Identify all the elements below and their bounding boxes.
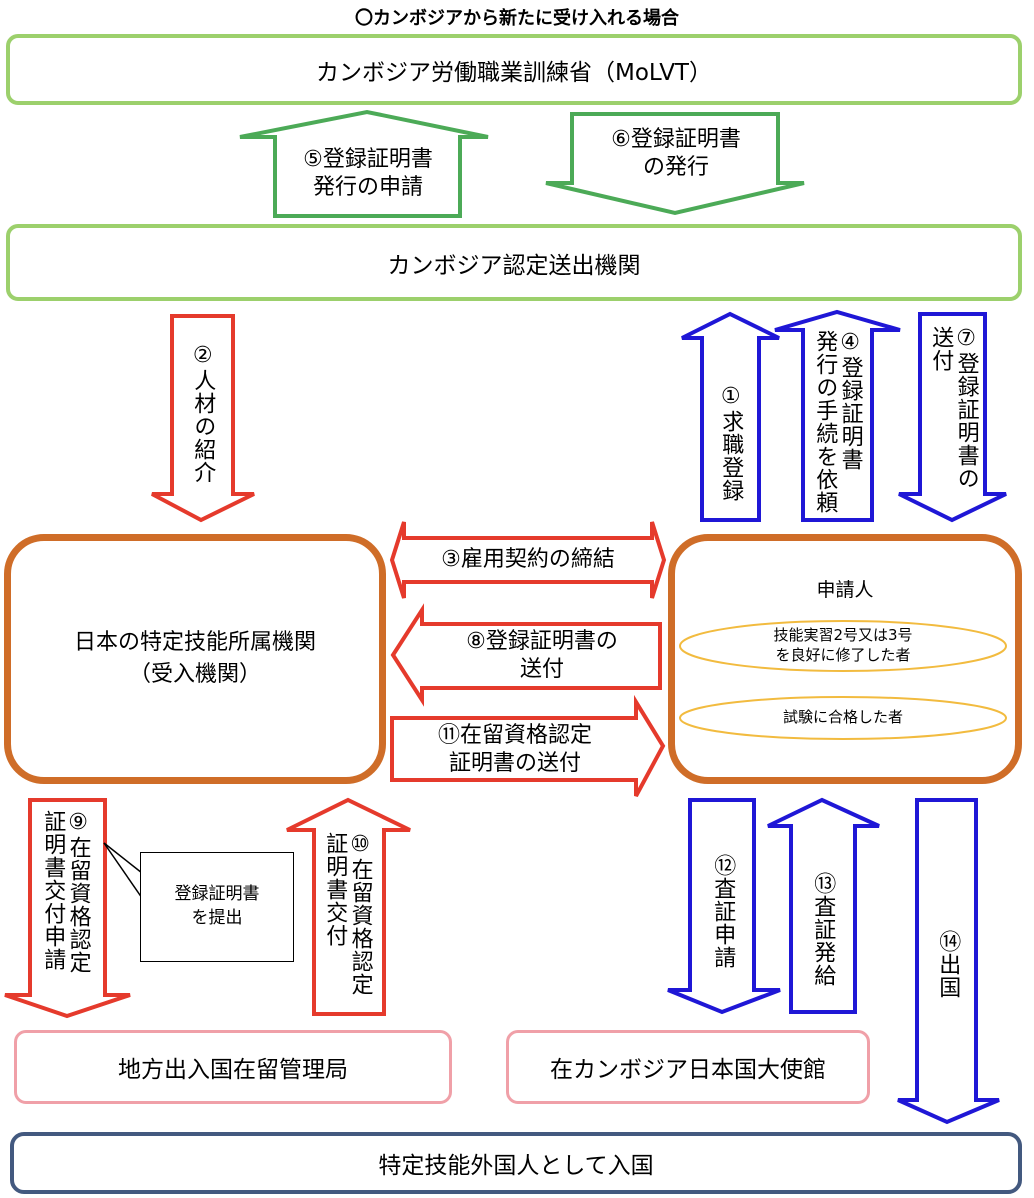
immigration-bureau-label: 地方出入国在留管理局 [118,1057,348,1083]
arrow-2-label: ②人材の紹介 [190,342,216,484]
arrow-4-shape [774,309,901,522]
arrow-9-shape [4,798,131,1019]
arrow-12-label: ⑫査証申請 [710,853,736,969]
applicant-condition-ellipse-2 [679,696,1007,740]
arrow-6-shape [545,112,805,216]
arrow-1-shape [681,311,780,522]
arrow-10-label: ⑩在留資格認定 証明書交付 [322,832,373,996]
mol-box: カンボジア労働職業訓練省（MoLVT） [6,34,1022,105]
callout-pointer [103,842,143,874]
arrow-5-shape [239,109,489,218]
callout-submit-certificate: 登録証明書 を提出 [140,852,294,962]
arrow-11-shape [390,694,666,797]
applicant-condition-2: 試験に合格した者 [782,708,903,726]
arrow-12-shape [667,798,781,1015]
embassy-label: 在カンボジア日本国大使館 [550,1057,826,1083]
arrow-7-label: ⑦登録証明書の 送付 [928,326,979,490]
applicant-label: 申請人 [816,579,874,601]
arrow-14-shape [897,798,1000,1125]
mol-label: カンボジア労働職業訓練省（MoLVT） [316,59,712,86]
entry-box: 特定技能外国人として入国 [10,1132,1022,1194]
arrow-13-shape [767,797,880,1014]
sending-agency-box: カンボジア認定送出機関 [6,224,1022,301]
arrow-13-label: ⑬査証発給 [810,871,836,987]
arrow-1-label: ①求職登録 [718,384,744,502]
page-title: 〇カンボジアから新たに受け入れる場合 [355,8,679,29]
arrow-3-label: ③雇用契約の締結 [441,547,615,572]
arrow-8-shape [390,603,662,707]
arrow-7-shape [898,312,1007,523]
sending-agency-label: カンボジア認定送出機関 [387,252,641,279]
immigration-bureau-box: 地方出入国在留管理局 [14,1030,452,1104]
arrow-8-label: ⑧登録証明書の 送付 [466,629,618,682]
entry-label: 特定技能外国人として入国 [378,1153,654,1179]
receiving-org-box: 日本の特定技能所属機関 （受入機関） [4,534,386,784]
arrow-5-label: ⑤登録証明書 発行の申請 [303,147,433,200]
applicant-condition-ellipse-1 [679,620,1007,672]
callout-pointer-2 [103,842,143,899]
arrow-3-shape [389,521,667,599]
arrow-9-label: ⑨在留資格認定 証明書交付申請 [40,810,91,974]
arrow-4-label: ④登録証明書 発行の手続を依頼 [812,330,863,514]
arrow-14-label: ⑭出国 [935,929,961,999]
applicant-condition-1: 技能実習2号又は3号 を良好に修了した者 [773,626,913,664]
receiving-org-label: 日本の特定技能所属機関 （受入機関） [73,630,316,687]
arrow-2-shape [151,314,255,523]
callout-label: 登録証明書 を提出 [174,884,260,928]
embassy-box: 在カンボジア日本国大使館 [506,1030,870,1104]
arrow-6-label: ⑥登録証明書 の発行 [611,127,741,180]
applicant-box: 申請人 [668,534,1022,784]
arrow-11-label: ⑪在留資格認定 証明書の送付 [437,723,592,776]
arrow-10-shape [286,797,411,1016]
